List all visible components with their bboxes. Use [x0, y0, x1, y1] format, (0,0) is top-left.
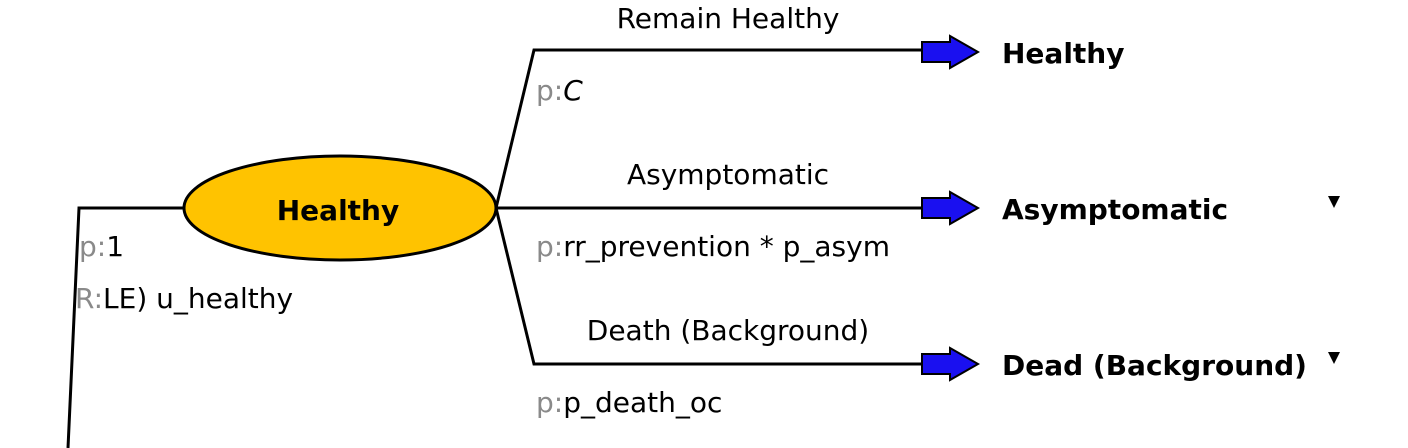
prob-prefix: p: — [536, 386, 563, 419]
root-reward-value: LE) u_healthy — [103, 282, 293, 315]
root-branch[interactable] — [66, 206, 186, 448]
root-branch-line — [66, 206, 186, 448]
right-arrow-icon — [921, 190, 981, 226]
branch-asymptomatic[interactable]: Asymptomatic p:rr_prevention * p_asym As… — [496, 158, 1228, 263]
triangle-down-icon[interactable] — [1328, 196, 1340, 208]
root-prob-prefix: p: — [79, 230, 106, 263]
branch-prob: p:p_death_oc — [536, 386, 722, 419]
branch-label: Remain Healthy — [617, 2, 840, 35]
root-prob-value: 1 — [106, 230, 124, 263]
top-fragment-text: ... — [110, 0, 137, 5]
right-arrow-icon — [921, 34, 981, 70]
branch-prob: p:C — [536, 74, 583, 107]
chance-node-label: Healthy — [277, 194, 400, 227]
root-prob-label[interactable]: p:1 — [79, 230, 124, 263]
chance-node-healthy[interactable]: Healthy — [182, 154, 498, 262]
branch-death-background[interactable]: Death (Background) p:p_death_oc Dead (Ba… — [494, 207, 1307, 419]
terminal-label: Dead (Background) — [1002, 349, 1307, 382]
branch-line — [494, 48, 924, 209]
prob-value: C — [563, 74, 583, 107]
branch-remain-healthy[interactable]: Remain Healthy p:C Healthy — [494, 2, 1125, 209]
prob-value: p_death_oc — [563, 386, 722, 419]
root-reward-label[interactable]: R:LE) u_healthy — [75, 282, 293, 315]
triangle-down-icon[interactable] — [1328, 352, 1340, 364]
root-reward-prefix: R: — [75, 282, 103, 315]
branch-label: Asymptomatic — [627, 158, 829, 191]
terminal-label: Healthy — [1002, 37, 1125, 70]
terminal-label: Asymptomatic — [1002, 193, 1228, 226]
branch-prob: p:rr_prevention * p_asym — [536, 230, 890, 263]
branch-label: Death (Background) — [587, 314, 869, 347]
branch-line — [494, 207, 924, 366]
prob-prefix: p: — [536, 74, 563, 107]
prob-prefix: p: — [536, 230, 563, 263]
prob-value: rr_prevention * p_asym — [563, 230, 890, 263]
right-arrow-icon — [921, 346, 981, 382]
